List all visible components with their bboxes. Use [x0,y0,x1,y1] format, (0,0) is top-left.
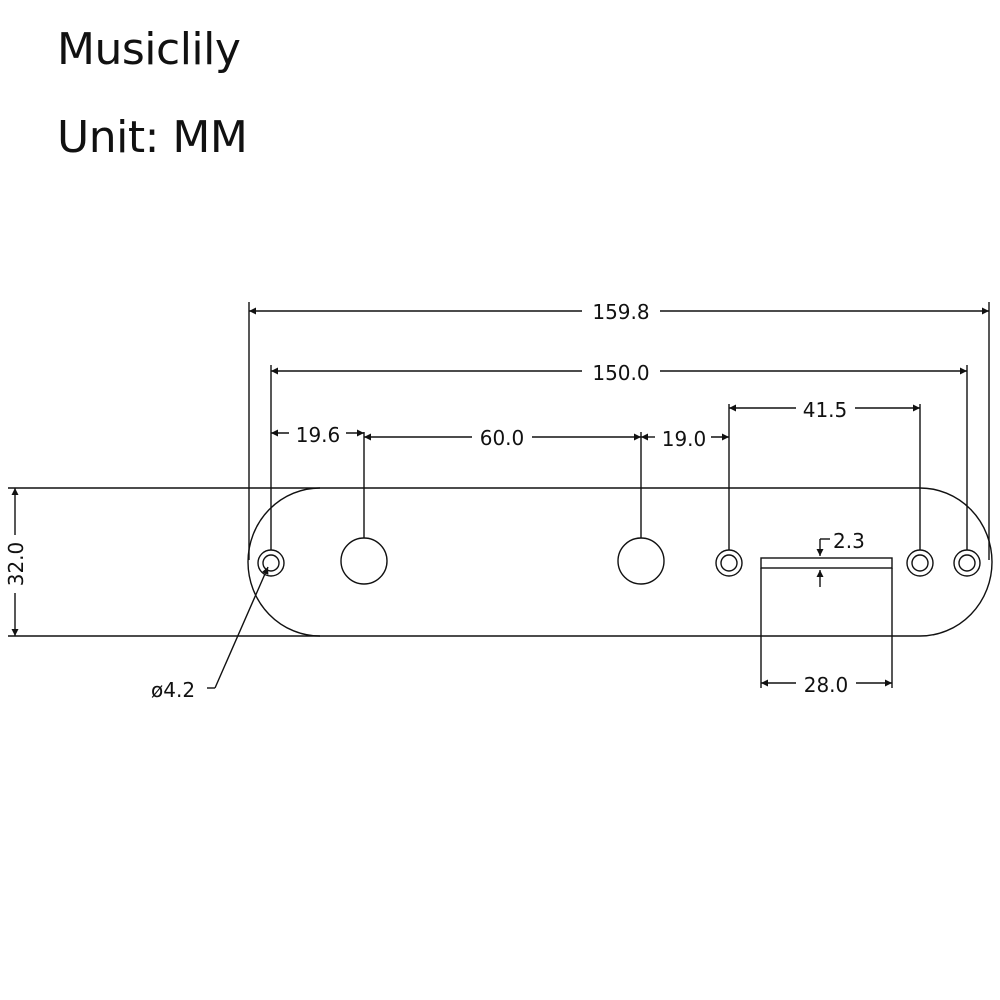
mounting-hole-right-outer [953,549,981,577]
dim-spacing-4: 41.5 [803,398,848,422]
dim-hole-diameter: ø4.2 [151,678,195,702]
mounting-hole-right-inner [906,549,934,577]
dim-spacing-3: 19.0 [662,427,707,451]
mounting-hole-left [257,549,285,577]
unit-label: Unit: MM [57,112,248,163]
dim-spacing-1: 19.6 [296,423,341,447]
switch-slot [760,557,893,569]
pot-hole-2 [617,537,665,585]
dim-height: 32.0 [4,542,28,587]
plate-outline [247,487,993,637]
dim-line-slot-width [816,538,830,587]
dim-spacing-2: 60.0 [480,426,525,450]
dim-hole-span: 150.0 [592,361,649,385]
dim-overall-length: 159.8 [592,300,649,324]
pot-hole-1 [340,537,388,585]
brand-title: Musiclily [57,24,241,75]
mounting-hole-mid [715,549,743,577]
dim-slot-length: 28.0 [804,673,849,697]
dim-slot-width: 2.3 [833,529,865,553]
